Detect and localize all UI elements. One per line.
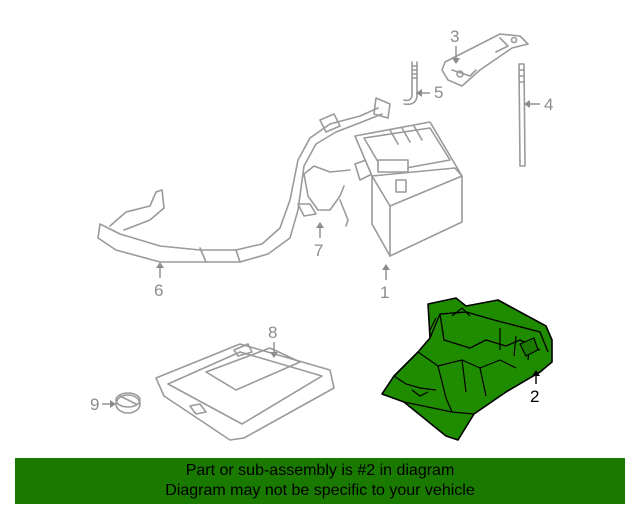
callout-4: 4 <box>524 95 553 114</box>
callout-8: 8 <box>268 323 278 358</box>
callout-3: 3 <box>450 27 460 64</box>
cap[interactable] <box>115 392 141 414</box>
callout-4-label: 4 <box>544 95 553 114</box>
positive-cable[interactable] <box>97 97 391 263</box>
callout-1: 1 <box>380 264 390 302</box>
parts-diagram: 3 4 5 6 7 1 8 9 2 <box>90 27 553 441</box>
negative-cable[interactable] <box>297 159 373 227</box>
callout-7-label: 7 <box>314 241 323 260</box>
banner-line-2: Diagram may not be specific to your vehi… <box>165 482 475 499</box>
banner-line-1: Part or sub-assembly is #2 in diagram <box>185 462 455 479</box>
callout-5: 5 <box>416 83 443 102</box>
callout-6: 6 <box>154 262 164 300</box>
battery[interactable] <box>354 121 463 257</box>
battery-tray[interactable] <box>381 297 553 441</box>
insulator-cover[interactable] <box>155 343 335 441</box>
callout-9: 9 <box>90 395 116 414</box>
info-banner: Part or sub-assembly is #2 in diagram Di… <box>15 458 625 504</box>
callout-1-label: 1 <box>380 283 389 302</box>
hold-down-rod[interactable] <box>518 63 526 167</box>
callout-7: 7 <box>314 222 324 260</box>
callout-3-label: 3 <box>450 27 459 46</box>
callout-2: 2 <box>530 370 540 406</box>
j-bolt[interactable] <box>403 61 418 106</box>
callout-6-label: 6 <box>154 281 163 300</box>
callout-9-label: 9 <box>90 395 99 414</box>
callout-8-label: 8 <box>268 323 277 342</box>
callout-2-label: 2 <box>530 387 539 406</box>
hold-down-bracket[interactable] <box>441 33 529 87</box>
callout-5-label: 5 <box>434 83 443 102</box>
